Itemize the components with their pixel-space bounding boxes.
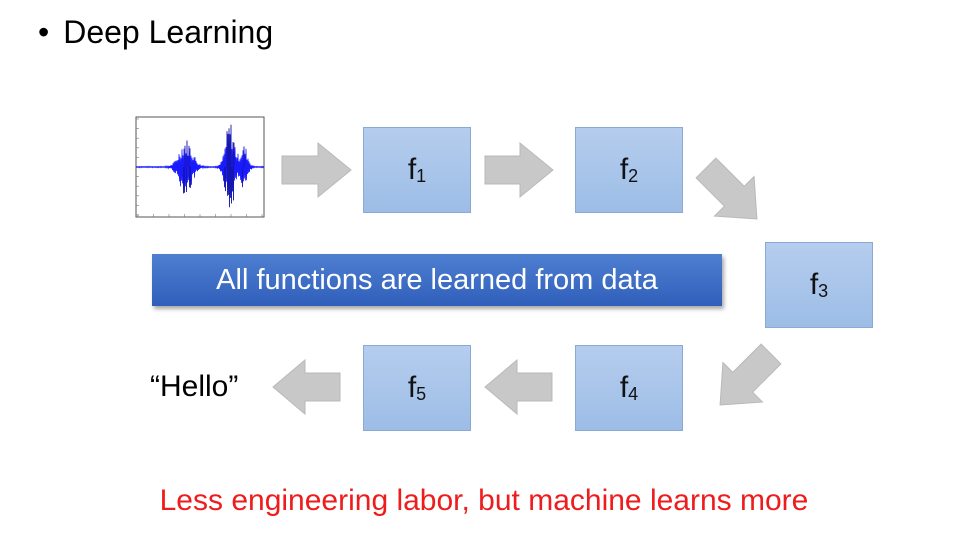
arrow-input-to-f1	[281, 141, 352, 199]
f4-label: f	[619, 371, 629, 404]
f1-subscript: 1	[416, 165, 427, 186]
arrow-f3-to-f4	[719, 343, 782, 406]
f1-label: f	[407, 153, 417, 186]
f3-subscript: 3	[818, 280, 829, 301]
arrow-f2-to-f3	[695, 157, 758, 220]
waveform-signal-outline	[183, 124, 245, 208]
audio-waveform	[135, 116, 265, 218]
footer-caption: Less engineering labor, but machine lear…	[159, 484, 809, 517]
slide-title: • Deep Learning	[38, 14, 273, 51]
f5-label: f	[407, 371, 417, 404]
learned-functions-banner: All functions are learned from data	[152, 254, 722, 306]
f4-subscript: 4	[628, 383, 639, 404]
bullet-marker: •	[38, 14, 50, 50]
f2-label: f	[619, 153, 629, 186]
f5-subscript: 5	[416, 383, 427, 404]
f3-label: f	[809, 268, 819, 301]
arrow-f1-to-f2	[484, 141, 554, 199]
arrow-f5-to-output	[272, 358, 341, 416]
output-label: “Hello”	[150, 370, 239, 403]
f2-subscript: 2	[628, 165, 639, 186]
title-text: Deep Learning	[63, 14, 274, 50]
arrow-f4-to-f5	[484, 358, 553, 416]
